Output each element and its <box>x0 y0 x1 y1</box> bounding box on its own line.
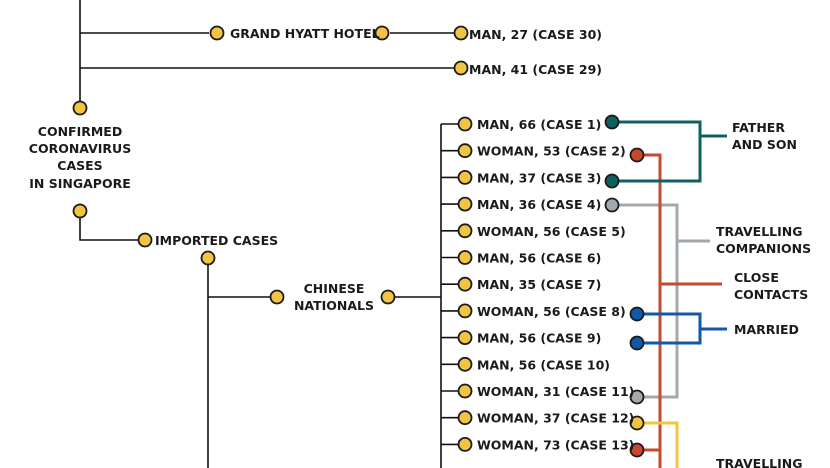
close-contacts-line <box>643 153 662 468</box>
case-label: WOMAN, 37 (CASE 12) <box>477 411 634 426</box>
hotel-label: GRAND HYATT HOTEL <box>230 26 380 41</box>
case30-label: MAN, 27 (CASE 30) <box>469 27 602 42</box>
travelling-label-line2: COMPANIONS <box>716 241 811 256</box>
case-node <box>457 410 473 426</box>
relation-lines <box>618 120 727 468</box>
travelling-companions-2-line <box>643 421 679 468</box>
case1-father-dot <box>604 114 620 130</box>
case-node <box>457 223 473 239</box>
root-node-bottom <box>72 203 88 219</box>
hotel-node <box>209 25 225 41</box>
case-node <box>457 276 473 292</box>
case29-label: MAN, 41 (CASE 29) <box>469 62 602 77</box>
close-contacts-label-line2: CONTACTS <box>734 287 808 302</box>
case-label: MAN, 56 (CASE 10) <box>477 357 610 372</box>
case-node <box>457 196 473 212</box>
case11-companion-dot <box>629 389 645 405</box>
root-label-line1: CONFIRMED <box>38 124 122 139</box>
case30-node <box>453 25 469 41</box>
case-label: MAN, 56 (CASE 6) <box>477 251 601 266</box>
close-contacts-label-line1: CLOSE <box>734 270 779 285</box>
case-label: MAN, 37 (CASE 3) <box>477 170 601 185</box>
case-node <box>457 250 473 265</box>
married-line <box>643 312 702 345</box>
case-label: WOMAN, 53 (CASE 2) <box>477 144 626 159</box>
case-labels: MAN, 66 (CASE 1) WOMAN, 53 (CASE 2) MAN, 3… <box>477 117 634 452</box>
case-node <box>457 436 473 452</box>
case-nodes <box>457 116 473 452</box>
father-son-label-line1: FATHER <box>732 120 785 135</box>
case-label: WOMAN, 73 (CASE 13) <box>477 437 634 452</box>
case-node <box>457 356 473 372</box>
imported-node <box>137 232 153 248</box>
tree-nodes <box>72 25 469 305</box>
imported-label: IMPORTED CASES <box>155 233 278 248</box>
married-label: MARRIED <box>734 322 799 337</box>
case3-son-dot <box>604 173 620 189</box>
root-label-line2: CORONAVIRUS <box>29 141 131 156</box>
father-son-line <box>618 120 702 183</box>
nationals-node <box>269 289 285 305</box>
case29-node <box>453 60 469 76</box>
case12-companion-dot <box>629 415 645 431</box>
travelling-companions-line <box>618 203 679 399</box>
case-node <box>457 169 473 185</box>
case4-companion-dot <box>604 197 620 213</box>
nationals-out-node <box>380 289 396 305</box>
imported-branch <box>79 218 139 241</box>
hotel-out-node <box>374 25 390 41</box>
case-label: WOMAN, 31 (CASE 11) <box>477 384 634 399</box>
tree-labels: GRAND HYATT HOTEL MAN, 27 (CASE 30) MAN,… <box>29 26 811 468</box>
nationals-label-line1: CHINESE <box>304 281 365 296</box>
imported-out-node <box>200 250 216 266</box>
case-node <box>457 383 473 399</box>
case-node <box>457 303 473 319</box>
root-label-line3: CASES <box>57 158 102 173</box>
root-label-line4: IN SINGAPORE <box>29 176 130 191</box>
case-node <box>457 116 473 132</box>
travelling-label-line1: TRAVELLING <box>716 224 803 239</box>
case9-married-dot <box>629 335 645 351</box>
case-label: WOMAN, 56 (CASE 8) <box>477 304 626 319</box>
nationals-label-line2: NATIONALS <box>294 298 374 313</box>
case8-married-dot <box>629 306 645 322</box>
case-branches <box>441 123 459 446</box>
case-label: MAN, 56 (CASE 9) <box>477 331 601 346</box>
root-node-top <box>72 100 88 116</box>
case-label: MAN, 36 (CASE 4) <box>477 197 601 212</box>
case-label: MAN, 35 (CASE 7) <box>477 277 601 292</box>
case-label: MAN, 66 (CASE 1) <box>477 117 601 132</box>
case-label: WOMAN, 56 (CASE 5) <box>477 224 626 239</box>
travelling-bottom-label: TRAVELLING <box>716 456 803 468</box>
tree-lines <box>79 0 455 468</box>
relation-dots <box>604 114 645 458</box>
case2-contact-dot <box>629 147 645 163</box>
case-node <box>457 330 473 346</box>
father-son-label-line2: AND SON <box>732 137 797 152</box>
case-node <box>457 143 473 159</box>
case13-contact-dot <box>629 442 645 458</box>
